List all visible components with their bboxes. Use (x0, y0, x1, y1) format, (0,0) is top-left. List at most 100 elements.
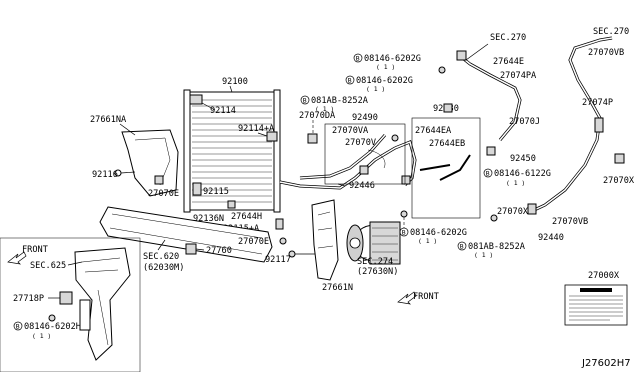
label-bolt-6202h: 08146-6202H (24, 322, 81, 332)
svg-text:B: B (402, 229, 406, 237)
label-92450: 92450 (510, 154, 536, 164)
svg-text:B: B (486, 170, 490, 178)
svg-text:B: B (460, 243, 464, 251)
label-bolt-6202g-1: 08146-6202G (364, 54, 421, 64)
label-bolt-6202g-3-qty: ( 1 ) (418, 237, 437, 245)
label-27644e: 27644E (493, 57, 524, 67)
label-sec270-a: SEC.270 (490, 33, 526, 43)
bolt-marker-8252a-top: B (300, 95, 310, 105)
label-92100: 92100 (222, 77, 248, 87)
label-27760: 27760 (206, 246, 232, 256)
bolt-marker-6202g-1: B (353, 53, 363, 63)
label-92136n: 92136N (193, 214, 224, 224)
hose-clip (367, 149, 386, 169)
label-bolt-6202g-3: 08146-6202G (410, 228, 467, 238)
label-front-mid: FRONT (413, 292, 439, 302)
grommet-part (185, 243, 197, 255)
callout-box-92450 (411, 117, 481, 219)
label-sec625: SEC.625 (30, 261, 66, 271)
label-sec270-b: SEC.270 (593, 27, 629, 37)
label-sec274-sub: (27630N) (357, 267, 398, 277)
label-27644eb: 27644EB (429, 139, 465, 149)
svg-text:B: B (16, 323, 20, 331)
clip-part (443, 103, 453, 113)
label-bolt-8252a-top: 081AB-8252A (311, 96, 369, 106)
label-bolt-6202g-1-qty: ( 1 ) (376, 63, 395, 71)
label-27070da: 27070DA (299, 111, 336, 121)
bolt-part (490, 214, 498, 222)
label-92440: 92440 (538, 233, 564, 243)
label-27070x-right: 27070X (603, 176, 635, 186)
callout-box-92490 (324, 123, 406, 185)
label-front-left: FRONT (22, 245, 48, 255)
svg-text:B: B (303, 97, 307, 105)
label-27661n: 27661N (322, 283, 353, 293)
label-bolt-6122g: 08146-6122G (494, 169, 551, 179)
label-bolt-8252a-top-qty: ( 1 ) (315, 105, 334, 113)
bracket-part (266, 131, 278, 142)
bolt-marker-6202g-3: B (399, 227, 409, 237)
caution-label-plate (564, 284, 628, 326)
refrigerant-pipe-long (527, 36, 625, 215)
label-92490: 92490 (352, 113, 378, 123)
front-arrow-icon (397, 291, 417, 305)
bracket-part (189, 94, 203, 105)
bolt-marker-6202g-2: B (345, 75, 355, 85)
label-27644ea: 27644EA (415, 126, 452, 136)
label-bolt-6122g-qty: ( 1 ) (506, 179, 525, 187)
label-bolt-6202h-qty: ( 1 ) (32, 332, 51, 340)
svg-text:B: B (348, 77, 352, 85)
label-27070vb-top: 27070VB (588, 48, 624, 58)
clip-part (486, 146, 496, 156)
bolt-marker-6202h: B (13, 321, 23, 331)
label-92114: 92114 (210, 106, 236, 116)
label-27070e-low: 27070E (238, 237, 269, 247)
plug-part (227, 200, 236, 209)
label-27644h: 27644H (231, 212, 262, 222)
front-end-module (0, 237, 141, 372)
label-27070va: 27070VA (332, 126, 369, 136)
label-27661na: 27661NA (90, 115, 127, 125)
refrigerant-pipes-center (279, 134, 417, 190)
compressor-bracket (311, 199, 339, 281)
bolt-marker-6122g: B (483, 168, 493, 178)
label-92115: 92115 (203, 187, 229, 197)
label-92116: 92116 (92, 170, 118, 180)
label-bolt-6202g-2: 08146-6202G (356, 76, 413, 86)
bolt-marker-8252a-low: B (457, 241, 467, 251)
label-27070j: 27070J (509, 117, 540, 127)
label-92114a: 92114+A (238, 124, 275, 134)
clip-part (307, 133, 318, 144)
clip-part (279, 237, 287, 245)
label-bolt-6202g-2-qty: ( 1 ) (366, 85, 385, 93)
hose-part (419, 154, 471, 181)
label-92446: 92446 (349, 181, 375, 191)
label-27070vb-low: 27070VB (552, 217, 588, 227)
condenser-assembly (183, 89, 281, 213)
ac-compressor (346, 221, 401, 265)
label-27070e-top: 27070E (148, 189, 179, 199)
label-sec620: SEC.620 (143, 252, 179, 262)
side-seal-bracket (121, 129, 179, 197)
label-sec274: SEC.274 (357, 257, 393, 267)
bolt-part (400, 210, 408, 218)
label-27070v: 27070V (345, 138, 376, 148)
svg-text:B: B (356, 55, 360, 63)
refrigerant-pipes-upper-right (456, 50, 522, 141)
label-27718p: 27718P (13, 294, 44, 304)
bolt-part (48, 314, 56, 322)
label-bolt-8252a-low: 081AB-8252A (468, 242, 526, 252)
label-27074p: 27074P (582, 98, 613, 108)
clip-part (391, 134, 399, 142)
diagram-id: J27602H7 (581, 358, 631, 369)
bracket-part (275, 218, 284, 230)
label-bolt-8252a-low-qty: ( 1 ) (474, 251, 493, 259)
bolt-part (438, 66, 446, 74)
label-27074pa: 27074PA (500, 71, 537, 81)
desiccant-part (192, 182, 202, 196)
label-27070x-mid: 27070X (497, 207, 529, 217)
label-92117: 92117 (265, 255, 291, 265)
front-arrow-icon (7, 251, 27, 265)
clip-part (154, 175, 164, 185)
